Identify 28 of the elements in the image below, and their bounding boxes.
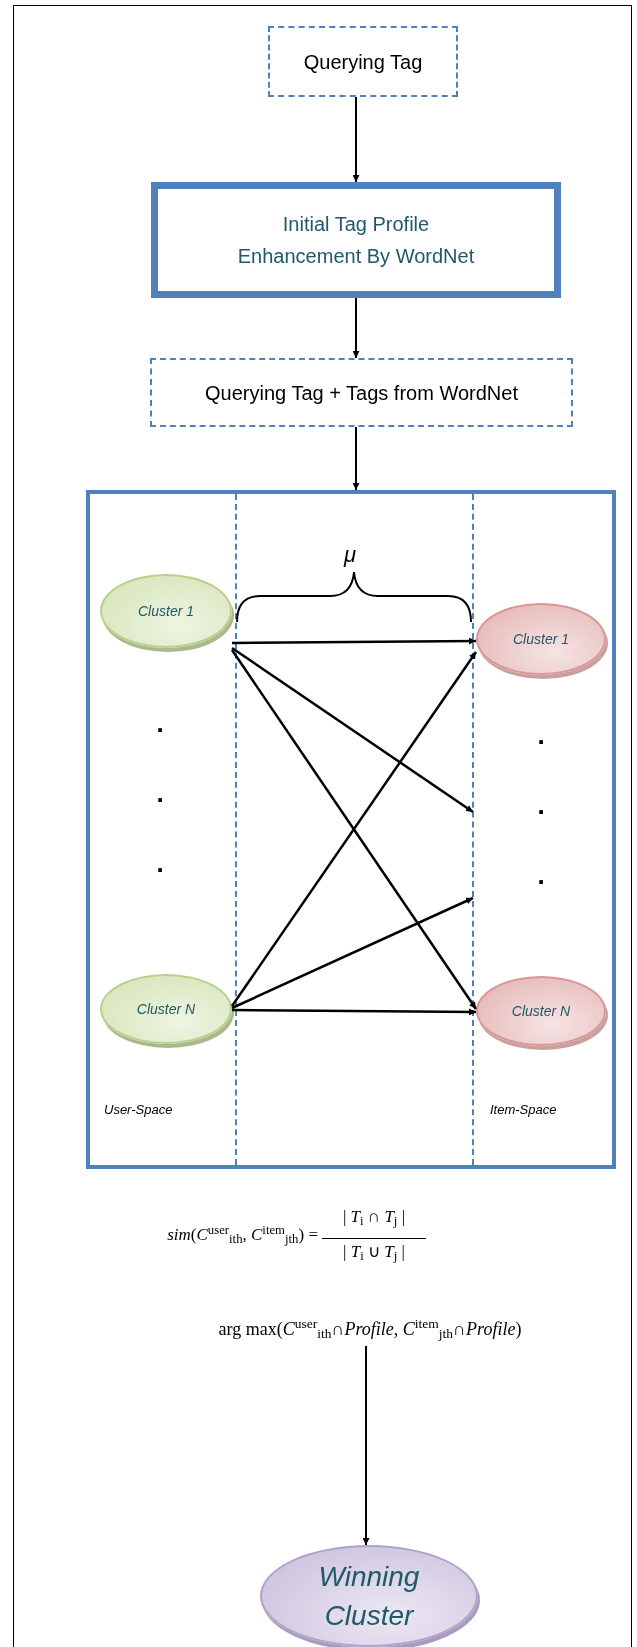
formula: sim(C$^{user}$$_{ith}$, C$^{item}$$_{jth}$) = xyxy=(166,1222,318,1248)
mu-symbol: μ xyxy=(342,541,358,569)
dashed-box: Querying Tag xyxy=(268,26,458,97)
arrow xyxy=(362,1345,370,1546)
arrow xyxy=(352,426,360,491)
formula: | T$_{i}$ ∪ T$_{j}$ | xyxy=(322,1238,426,1265)
ellipsis-dot: . xyxy=(155,707,165,740)
result-ellipse: Winning Cluster xyxy=(260,1545,478,1647)
ellipsis-dot: . xyxy=(536,859,546,892)
dashed-box: Querying Tag + Tags from WordNet xyxy=(150,358,573,427)
arrow xyxy=(232,637,476,645)
arrow xyxy=(231,896,474,1010)
space-label: User-Space xyxy=(104,1101,174,1119)
arrow xyxy=(352,297,360,359)
formula: arg max(C$^{user}$$_{ith}$∩Profile, C$^{item}$$_{jth}$∩Profile) xyxy=(150,1312,590,1346)
ellipsis-dot: . xyxy=(536,789,546,822)
cluster-ellipse: Cluster 1 xyxy=(100,574,232,648)
ellipsis-dot: . xyxy=(155,777,165,810)
ellipsis-dot: . xyxy=(536,719,546,752)
space-label: Item-Space xyxy=(490,1101,558,1119)
cluster-ellipse: Cluster 1 xyxy=(476,603,606,675)
process-box: Initial Tag Profile Enhancement By WordNet xyxy=(151,182,561,298)
arrow xyxy=(231,646,474,814)
ellipsis-dot: . xyxy=(155,847,165,880)
arrow xyxy=(352,96,360,183)
arrow xyxy=(232,1008,476,1016)
formula: | T$_{i}$ ∩ T$_{j}$ | xyxy=(341,1206,407,1230)
mapping-frame xyxy=(86,490,616,1169)
